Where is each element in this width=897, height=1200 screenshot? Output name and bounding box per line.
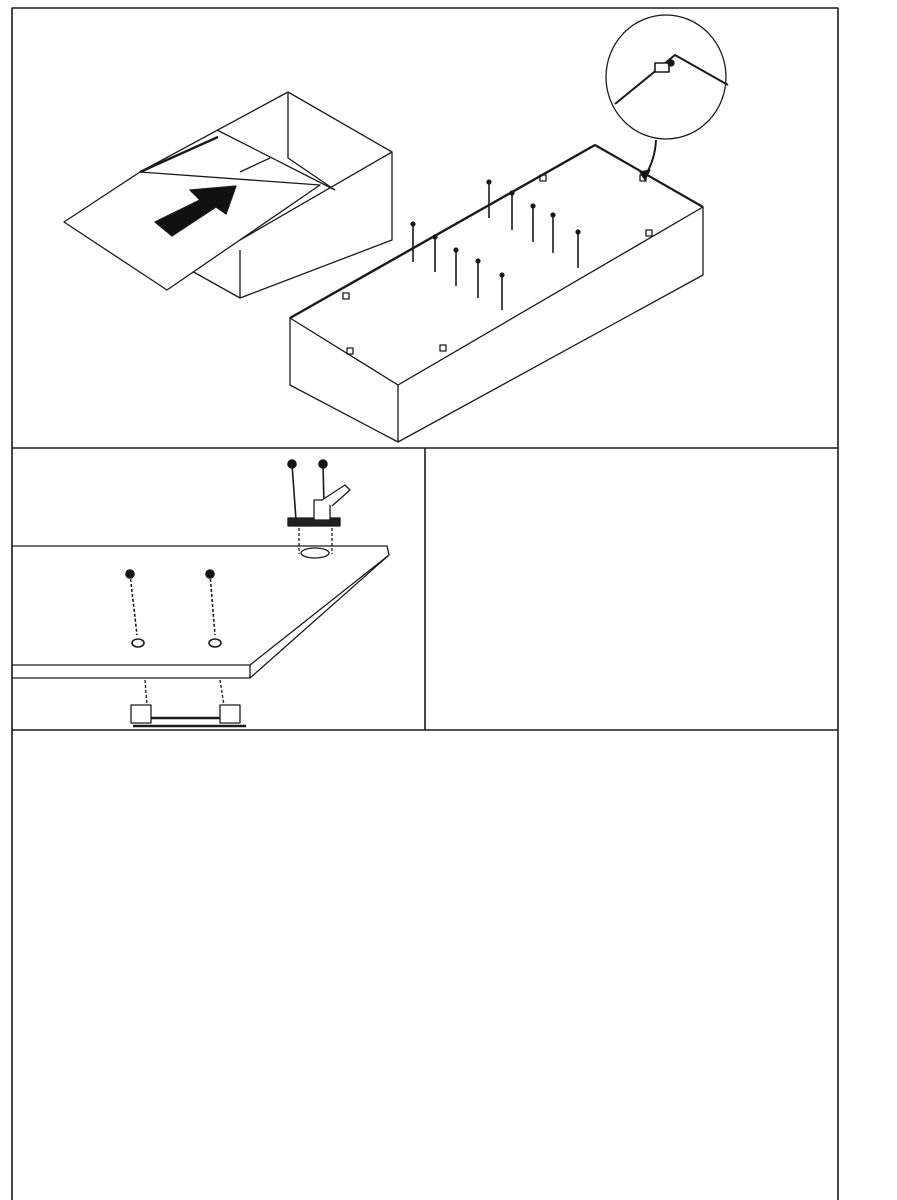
hinge-icon: [287, 484, 351, 559]
detail-magnifier-icon: [605, 14, 729, 181]
hinge-mounting-illustration: [12, 459, 390, 728]
page-frame: [11, 7, 839, 1200]
screws-icon: [125, 459, 328, 648]
long-box-illustration: [289, 14, 729, 443]
open-box-with-lid-illustration: [63, 91, 393, 299]
base-bracket-icon: [130, 679, 246, 728]
lid-panel: [63, 171, 321, 291]
arrow-icon: [154, 185, 237, 237]
screws-icon: [410, 179, 581, 310]
